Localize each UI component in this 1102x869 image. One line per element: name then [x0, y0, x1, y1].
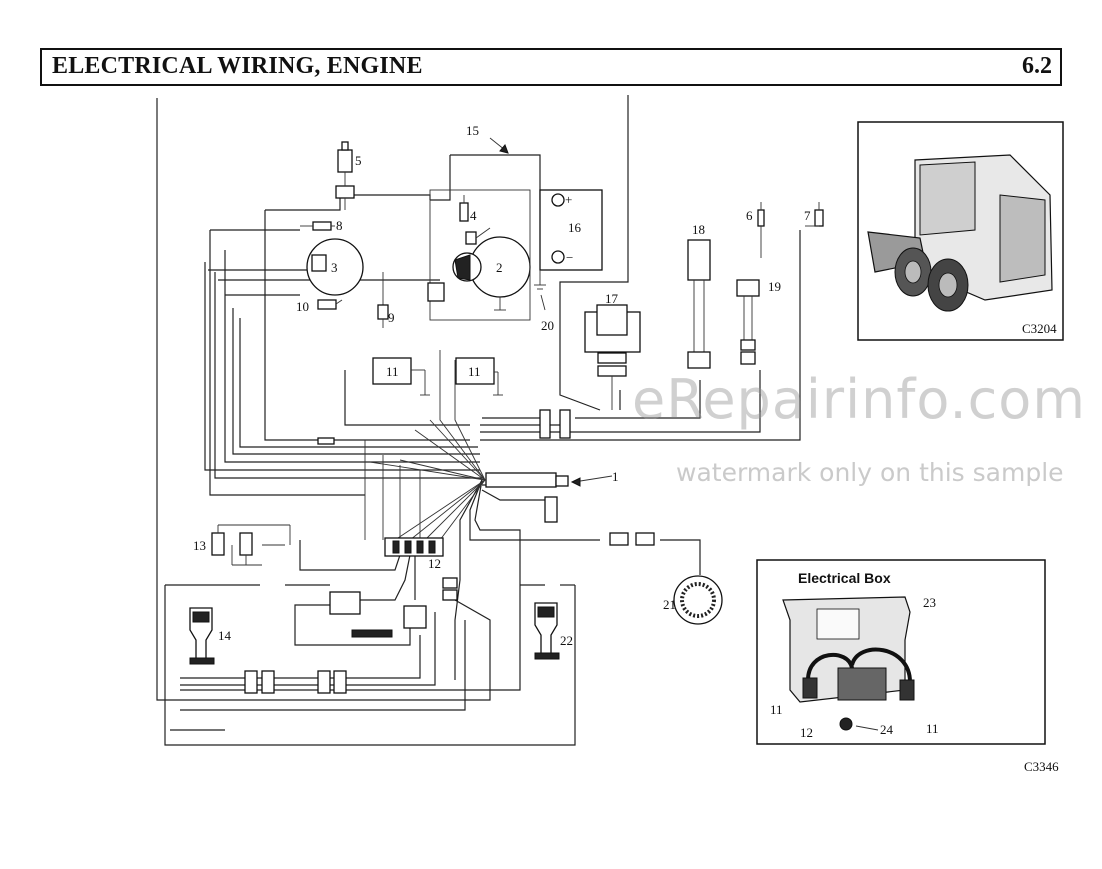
connector-junction [427, 282, 445, 302]
fuse-block-12 [384, 537, 444, 557]
callout-17: 17 [605, 291, 619, 306]
plug-10 [317, 299, 343, 310]
callout-15: 15 [466, 123, 479, 138]
sensor-7 [805, 202, 824, 227]
callout-16: 16 [568, 220, 582, 235]
machine-inset: C3204 [857, 121, 1064, 341]
callout-23: 23 [923, 595, 936, 610]
callout-11-right: 11 [468, 364, 481, 379]
lower-connectors [244, 409, 655, 694]
callout-12-box: 12 [800, 725, 813, 740]
callout-7: 7 [804, 208, 811, 223]
callout-labels: 1 2 3 4 5 6 7 8 9 10 11 11 12 13 14 15 1… [193, 123, 811, 648]
battery-16 [539, 189, 603, 271]
callout-11-left: 11 [386, 364, 399, 379]
callout-14: 14 [218, 628, 232, 643]
harness-fan [364, 350, 486, 541]
callout-24: 24 [880, 722, 894, 737]
skid-steer-illustration [867, 154, 1053, 312]
callout-8: 8 [336, 218, 343, 233]
callout-20: 20 [541, 318, 554, 333]
callout-5: 5 [355, 153, 362, 168]
arrow-15 [499, 144, 509, 154]
connector-1 [485, 472, 569, 523]
callout-6: 6 [746, 208, 753, 223]
joystick-14 [189, 607, 215, 665]
battery-minus: − [566, 250, 573, 265]
callout-4: 4 [470, 208, 477, 223]
callout-21: 21 [663, 597, 676, 612]
electrical-box-title: Electrical Box [798, 570, 891, 586]
starter-3 [306, 238, 364, 296]
sensor-18 [687, 239, 711, 369]
callout-11-box-left: 11 [770, 702, 783, 717]
sensor-9 [377, 272, 389, 328]
sensor-4 [459, 195, 469, 222]
callout-18: 18 [692, 222, 705, 237]
figure-code: C3346 [1024, 759, 1059, 774]
callout-1: 1 [612, 469, 619, 484]
section-number: 6.2 [1022, 53, 1052, 79]
callout-12: 12 [428, 556, 441, 571]
starter-motor-unit [429, 189, 531, 321]
relay-11b [455, 357, 503, 396]
relay-block-17 [584, 304, 641, 410]
electrical-box-inset: Electrical Box 23 11 11 12 24 [756, 559, 1046, 745]
callout-10: 10 [296, 299, 309, 314]
plug-8 [300, 221, 335, 231]
sensor-6 [757, 202, 765, 258]
callout-19: 19 [768, 279, 781, 294]
watermark-site: eRepairinfo.com [632, 368, 1086, 431]
title-bar: ELECTRICAL WIRING, ENGINE 6.2 [40, 48, 1062, 86]
callout-11-box-right: 11 [926, 721, 939, 736]
sensor-5 [335, 141, 355, 210]
battery-plus: + [565, 192, 572, 207]
watermark-note: watermark only on this sample [676, 458, 1064, 487]
switch-13 [211, 524, 291, 566]
inset-code: C3204 [1022, 321, 1057, 336]
page-title: ELECTRICAL WIRING, ENGINE [52, 53, 423, 79]
callout-22: 22 [560, 633, 573, 648]
callout-9: 9 [388, 310, 395, 325]
ground-20 [534, 270, 546, 311]
callout-3: 3 [331, 260, 338, 275]
callout-13: 13 [193, 538, 206, 553]
switch-19 [736, 279, 760, 365]
horn-21 [673, 575, 723, 625]
relay-11a [372, 357, 430, 396]
arrow-1 [570, 477, 581, 487]
joystick-22 [534, 602, 560, 660]
leader-24 [855, 725, 879, 731]
sensor-25 [465, 227, 491, 245]
callout-2: 2 [496, 260, 503, 275]
